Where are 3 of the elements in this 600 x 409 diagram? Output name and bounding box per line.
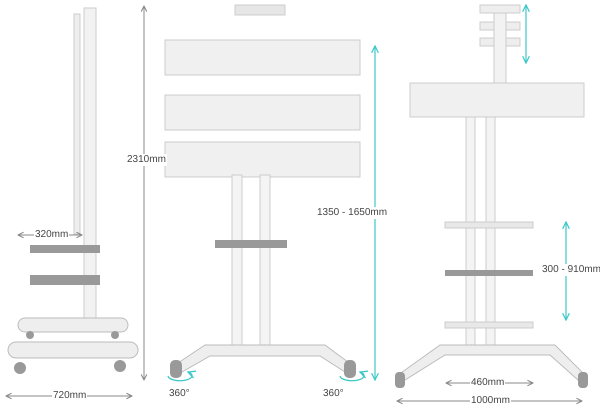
dimension-label: 300 - 910mm (541, 264, 600, 276)
dimension-label: 2310mm (126, 154, 167, 166)
dimension-label: 1350 - 1650mm (316, 207, 388, 219)
